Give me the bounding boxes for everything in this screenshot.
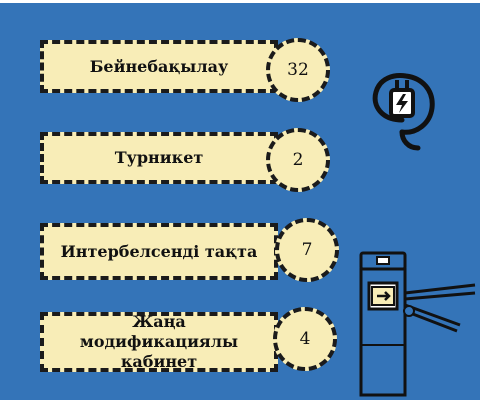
item-label-turnstile: Турникет: [40, 132, 278, 184]
power-plug-icon: [372, 73, 435, 151]
item-count-badge: 4: [273, 307, 337, 371]
top-frame-line: [0, 0, 480, 3]
item-label-video-surveillance: Бейнебақылау: [40, 40, 278, 93]
item-label-text: Турникет: [114, 148, 204, 167]
item-label-modern-classroom: Жаңа модификациялы кабинет: [40, 312, 278, 372]
item-count-value: 32: [287, 60, 309, 80]
item-count-value: 7: [301, 240, 313, 260]
item-count-badge: 32: [266, 38, 330, 102]
item-count-value: 2: [292, 150, 304, 170]
bottom-frame-line: [0, 400, 480, 403]
item-count-badge: 2: [266, 128, 330, 192]
item-label-text: Жаңа модификациялы кабинет: [79, 312, 239, 371]
item-count-badge: 7: [275, 218, 339, 282]
item-label-interactive-board: Интербелсенді тақта: [40, 223, 278, 280]
item-label-text: Бейнебақылау: [89, 56, 229, 76]
turnstile-icon: [359, 251, 476, 397]
item-count-value: 4: [299, 329, 311, 349]
item-label-text: Интербелсенді тақта: [60, 241, 258, 261]
